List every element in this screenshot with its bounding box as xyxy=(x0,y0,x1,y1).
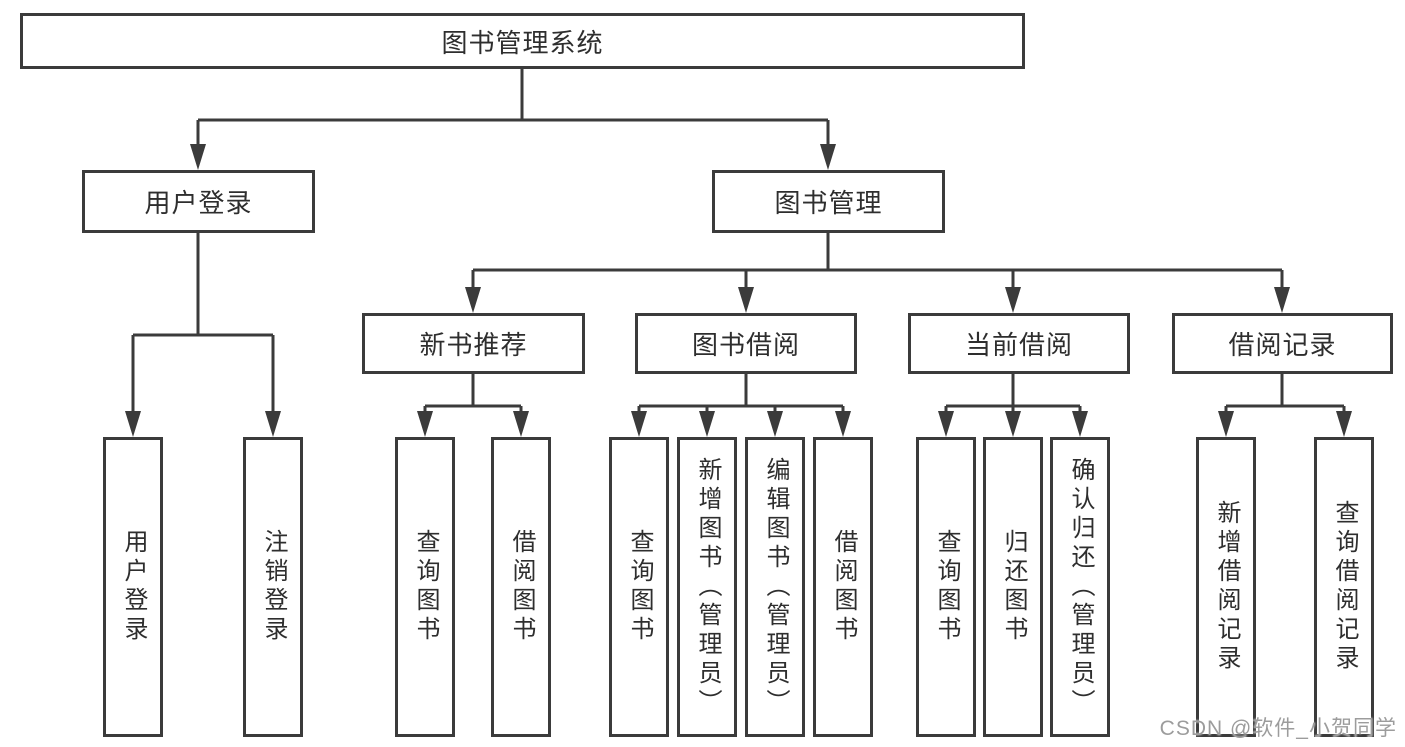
leaf-borrow-book-recommend: 借阅图书 xyxy=(491,437,551,737)
leaf-borrow-book-label: 借阅图书 xyxy=(830,529,857,645)
leaf-confirm-return-admin-label: 确认归还（管理员） xyxy=(1067,456,1094,718)
leaf-query-book-borrowing-label: 查询图书 xyxy=(626,529,653,645)
leaf-add-borrow-record: 新增借阅记录 xyxy=(1196,437,1256,737)
leaf-user-login-label: 用户登录 xyxy=(120,529,147,645)
node-user-login: 用户登录 xyxy=(82,170,315,233)
leaf-logout: 注销登录 xyxy=(243,437,303,737)
node-library-system: 图书管理系统 xyxy=(20,13,1025,69)
leaf-query-borrow-record: 查询借阅记录 xyxy=(1314,437,1374,737)
leaf-logout-label: 注销登录 xyxy=(260,529,287,645)
leaf-edit-book-admin-label: 编辑图书（管理员） xyxy=(762,456,789,718)
leaf-query-book-current: 查询图书 xyxy=(916,437,976,737)
leaf-borrow-book: 借阅图书 xyxy=(813,437,873,737)
leaf-return-book-label: 归还图书 xyxy=(1000,529,1027,645)
leaf-add-book-admin-label: 新增图书（管理员） xyxy=(694,456,721,718)
leaf-query-book-recommend: 查询图书 xyxy=(395,437,455,737)
leaf-borrow-book-recommend-label: 借阅图书 xyxy=(508,529,535,645)
leaf-return-book: 归还图书 xyxy=(983,437,1043,737)
leaf-query-borrow-record-label: 查询借阅记录 xyxy=(1331,500,1358,674)
node-book-borrowing: 图书借阅 xyxy=(635,313,857,374)
node-book-management: 图书管理 xyxy=(712,170,945,233)
leaf-add-borrow-record-label: 新增借阅记录 xyxy=(1213,500,1240,674)
csdn-watermark: CSDN @软件_小贺同学 xyxy=(1159,717,1397,740)
leaf-confirm-return-admin: 确认归还（管理员） xyxy=(1050,437,1110,737)
node-new-book-recommend: 新书推荐 xyxy=(362,313,585,374)
leaf-add-book-admin: 新增图书（管理员） xyxy=(677,437,737,737)
leaf-query-book-borrowing: 查询图书 xyxy=(609,437,669,737)
leaf-edit-book-admin: 编辑图书（管理员） xyxy=(745,437,805,737)
leaf-query-book-recommend-label: 查询图书 xyxy=(412,529,439,645)
leaf-query-book-current-label: 查询图书 xyxy=(933,529,960,645)
node-current-borrowing: 当前借阅 xyxy=(908,313,1130,374)
node-borrowing-records: 借阅记录 xyxy=(1172,313,1393,374)
leaf-user-login: 用户登录 xyxy=(103,437,163,737)
